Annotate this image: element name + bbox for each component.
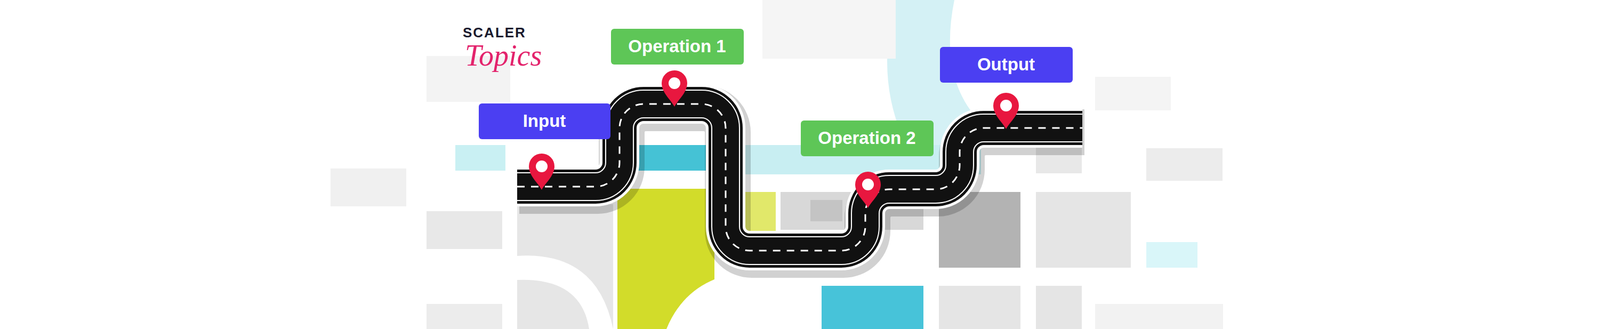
callout-box: Output (939, 46, 1073, 83)
map-pin (661, 70, 688, 107)
callout-text: Operation 2 (817, 128, 916, 148)
callout-text: Input (523, 111, 567, 131)
callout-box: Input (478, 103, 611, 140)
callout-text: Operation 1 (628, 36, 726, 56)
callout-box: Operation 2 (800, 120, 934, 157)
callout-text: Output (977, 54, 1035, 75)
logo-wordmark: SCALER (462, 24, 527, 42)
map-blocks (330, 0, 1224, 329)
map-pin (855, 171, 881, 208)
logo-script: Topics (464, 40, 542, 71)
callout-box: Operation 1 (610, 28, 744, 65)
map-pins (528, 70, 1019, 208)
map-pin (528, 153, 555, 190)
map-pin (993, 92, 1019, 130)
